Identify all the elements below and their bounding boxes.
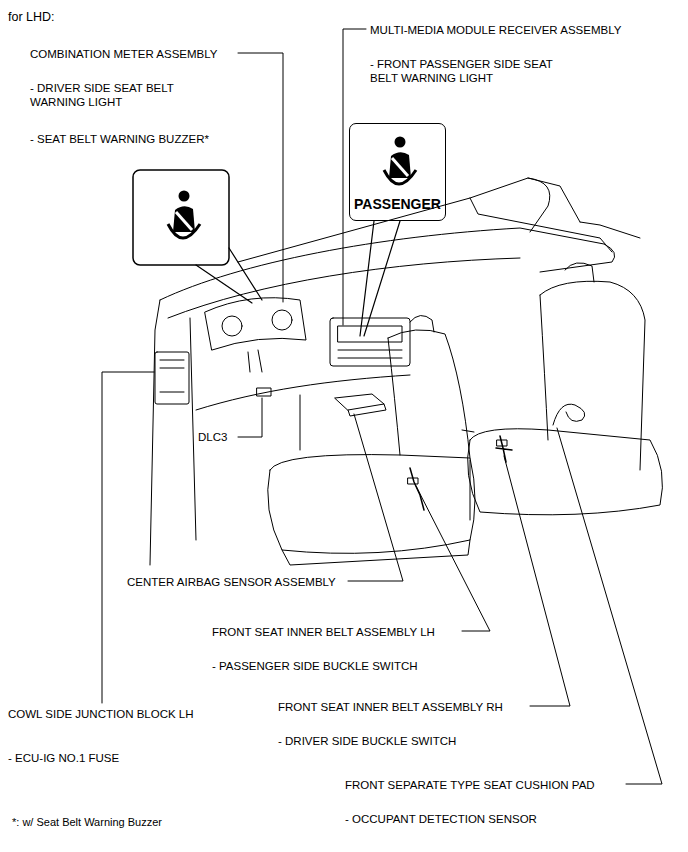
part-label: - SEAT BELT WARNING BUZZER* [30,132,209,146]
part-label: *: w/ Seat Belt Warning Buzzer [12,815,162,829]
part-label: - DRIVER SIDE BUCKLE SWITCH [278,734,456,748]
part-label: COWL SIDE JUNCTION BLOCK LH [8,707,194,721]
part-label: MULTI-MEDIA MODULE RECEIVER ASSEMBLY [370,23,621,37]
part-label: CENTER AIRBAG SENSOR ASSEMBLY [127,575,336,589]
part-label: FRONT SEAT INNER BELT ASSEMBLY LH [212,625,435,639]
part-label: - DRIVER SIDE SEAT BELT WARNING LIGHT [30,81,205,109]
diagram-title: for LHD: [8,10,55,24]
callout-text: PASSENGER [350,196,445,212]
part-label: - ECU-IG NO.1 FUSE [8,751,119,765]
part-label: - OCCUPANT DETECTION SENSOR [345,812,537,826]
callout-box: PASSENGER [349,123,446,221]
part-label: FRONT SEAT INNER BELT ASSEMBLY RH [278,700,503,714]
part-label: DLC3 [198,430,227,444]
part-label: - PASSENGER SIDE BUCKLE SWITCH [212,659,418,673]
part-label: COMBINATION METER ASSEMBLY [30,47,217,61]
part-label: - FRONT PASSENGER SIDE SEAT BELT WARNING… [370,57,575,85]
part-label: FRONT SEPARATE TYPE SEAT CUSHION PAD [345,778,595,792]
